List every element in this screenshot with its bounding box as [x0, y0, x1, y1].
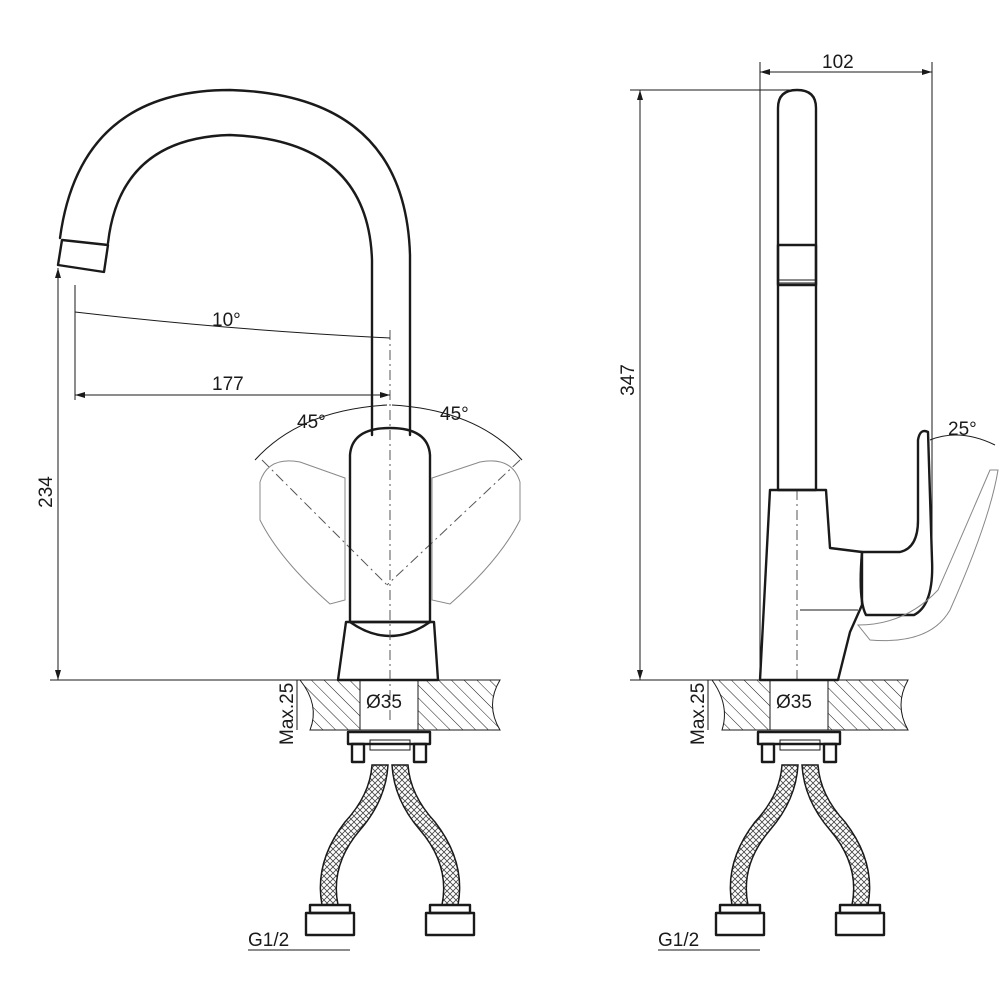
dim-label-10-degrees: 10° — [212, 310, 241, 331]
hose-left-side — [714, 764, 799, 937]
hose-left-front — [304, 764, 389, 937]
dim-label-45-right: 45° — [440, 404, 469, 425]
dimension-max-thickness-side: Max.25 — [688, 680, 709, 745]
dim-label-g12-front: G1/2 — [248, 930, 289, 951]
countertop-section-front — [298, 679, 501, 731]
dim-label-diameter-side: Ø35 — [776, 692, 812, 713]
dim-label-g12-side: G1/2 — [658, 930, 699, 951]
dim-label-347: 347 — [618, 364, 639, 396]
dim-label-25-degrees: 25° — [948, 419, 977, 440]
dim-label-177: 177 — [212, 374, 244, 395]
side-view: 25° 102 347 — [618, 52, 999, 951]
dim-label-45-left: 45° — [297, 412, 326, 433]
lever-side — [856, 429, 999, 642]
faucet-body — [336, 330, 440, 720]
hose-right-side — [801, 764, 886, 937]
dimension-max-thickness-front: Max.25 — [277, 680, 298, 745]
countertop-section-side — [711, 679, 909, 731]
hose-right-front — [391, 764, 476, 937]
dim-label-diameter-front: Ø35 — [366, 692, 402, 713]
dim-label-max25-front: Max.25 — [277, 683, 298, 745]
lever-ghost-right — [431, 460, 521, 605]
dim-label-max25-side: Max.25 — [688, 683, 709, 745]
dim-label-102: 102 — [822, 52, 854, 73]
lever-ghost-left — [259, 460, 346, 605]
dimension-height: 234 — [36, 268, 345, 681]
faucet-body-side — [758, 488, 864, 682]
dim-label-234: 234 — [36, 476, 57, 508]
dimension-total-height: 347 — [618, 89, 790, 681]
dimension-lever-angle: 25° — [929, 419, 996, 446]
front-view: 177 10° 234 45° 45° Ø35 Max.25 — [36, 88, 523, 951]
mounting-nut-front — [346, 730, 432, 764]
dimension-depth: 102 — [759, 52, 933, 680]
spout-side — [776, 88, 818, 680]
mounting-nut-side — [756, 730, 842, 764]
dimension-thread-side: G1/2 — [658, 930, 760, 951]
dimension-lever-rotation: 45° 45° — [254, 404, 523, 461]
dimension-spout-angle: 10° — [74, 285, 391, 339]
dimension-spout-reach: 177 — [74, 285, 390, 400]
dimension-thread-front: G1/2 — [248, 930, 350, 951]
spout — [56, 88, 412, 437]
